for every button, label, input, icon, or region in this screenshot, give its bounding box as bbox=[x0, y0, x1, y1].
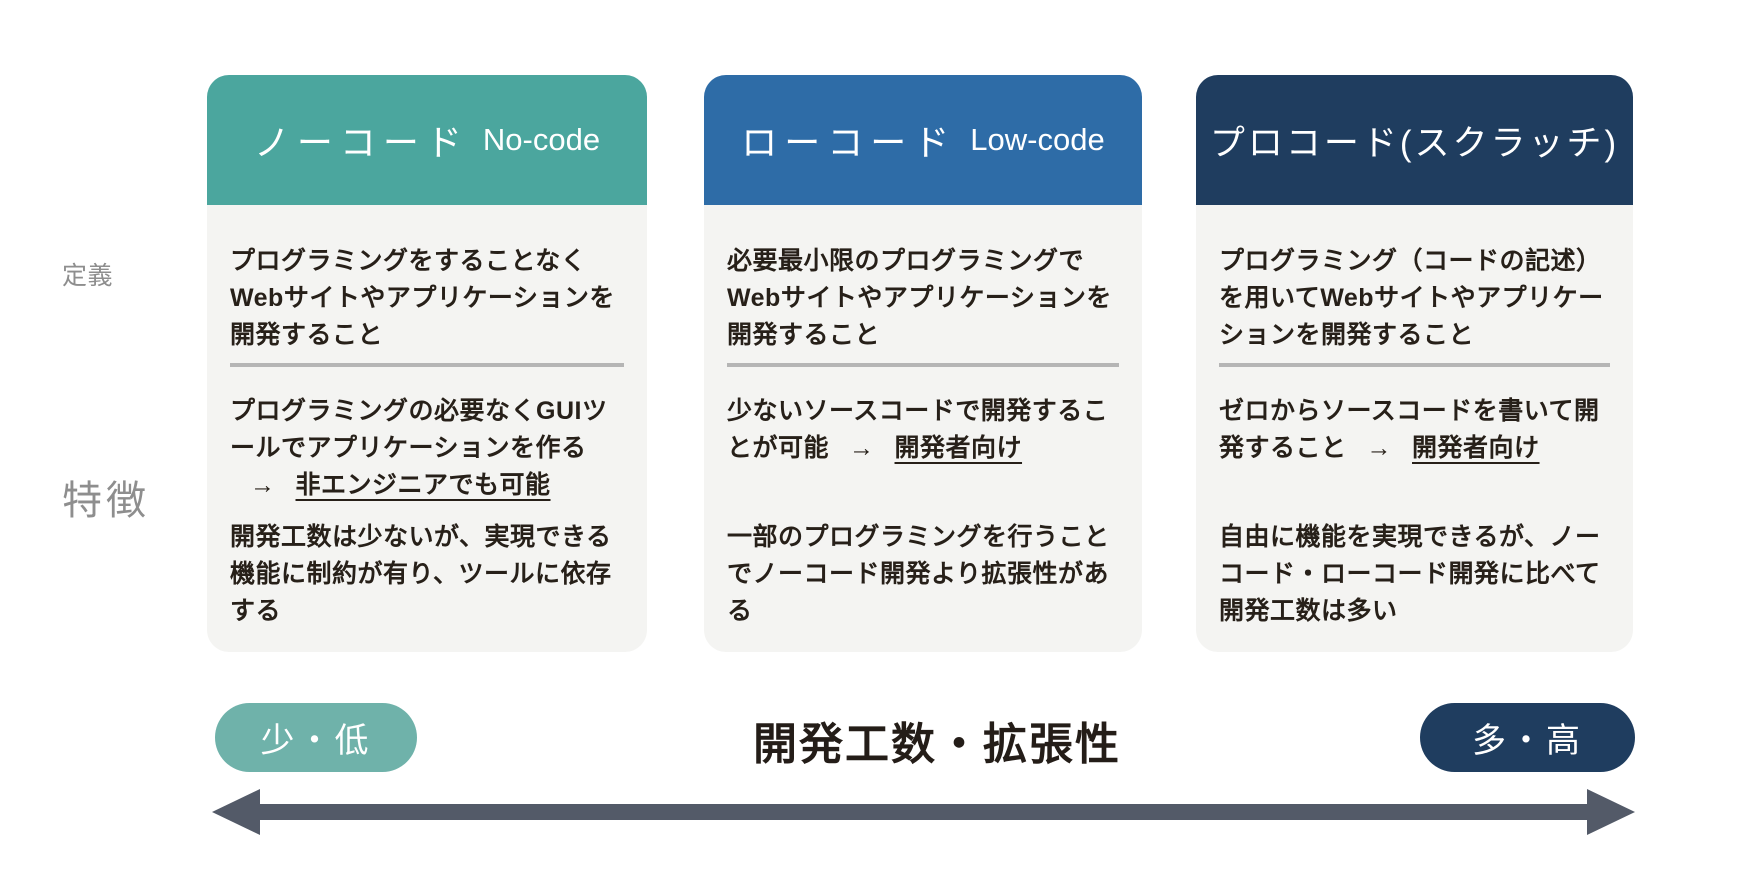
no-code-feature-highlight: 非エンジニアでも可能 bbox=[295, 471, 551, 499]
pro-code-feature-pre: ゼロからソースコードを書いて開発すること bbox=[1219, 397, 1600, 462]
card-no-code-title-jp: ノーコード bbox=[253, 122, 469, 163]
low-code-feature-pre: 少ないソースコードで開発することが可能 bbox=[727, 397, 1109, 462]
card-low-code-title-jp: ローコード bbox=[741, 122, 957, 163]
right-arrow-glyph: → bbox=[250, 471, 276, 499]
arrow-bar bbox=[256, 804, 1589, 820]
card-no-code: ノーコード No-code プログラミングをすることなくWebサイトやアプリケー… bbox=[207, 75, 647, 652]
divider bbox=[230, 363, 624, 367]
card-no-code-body: プログラミングをすることなくWebサイトやアプリケーションを開発すること プログ… bbox=[207, 205, 647, 652]
card-pro-code: プロコード(スクラッチ) プログラミング（コードの記述）を用いてWebサイトやア… bbox=[1196, 75, 1633, 652]
card-no-code-header: ノーコード No-code bbox=[207, 75, 647, 205]
low-code-feature-sub-text: 一部のプログラミングを行うことでノーコード開発より拡張性がある bbox=[727, 523, 1110, 625]
pro-code-feature-main-text: ゼロからソースコードを書いて開発すること→ 開発者向け bbox=[1219, 393, 1610, 519]
low-code-feature-main-text: 少ないソースコードで開発することが可能→ 開発者向け bbox=[727, 393, 1119, 519]
pro-code-definition-text: プログラミング（コードの記述）を用いてWebサイトやアプリケーションを開発するこ… bbox=[1219, 247, 1604, 349]
scale-high-badge: 多・高 bbox=[1420, 703, 1635, 772]
scale-low-badge: 少・低 bbox=[215, 703, 417, 772]
arrow-left-head-icon bbox=[212, 789, 260, 835]
row-label-definition: 定義 bbox=[62, 262, 114, 290]
pro-code-feature-highlight: 開発者向け bbox=[1412, 434, 1540, 462]
card-pro-code-header: プロコード(スクラッチ) bbox=[1196, 75, 1633, 205]
no-code-feature-pre: プログラミングの必要なくGUIツールでアプリケーションを作る bbox=[230, 397, 608, 462]
card-low-code-body: 必要最小限のプログラミングでWebサイトやアプリケーションを開発すること 少ない… bbox=[704, 205, 1142, 652]
card-low-code-title-en: Low-code bbox=[970, 122, 1105, 157]
low-code-feature-highlight: 開発者向け bbox=[894, 434, 1023, 462]
no-code-definition-text: プログラミングをすることなくWebサイトやアプリケーションを開発すること bbox=[230, 247, 615, 349]
divider bbox=[1219, 363, 1610, 367]
card-no-code-title-en: No-code bbox=[482, 122, 601, 157]
divider bbox=[727, 363, 1119, 367]
right-arrow-glyph: → bbox=[1366, 434, 1393, 462]
card-pro-code-title-jp: プロコード(スクラッチ) bbox=[1209, 123, 1620, 163]
low-code-definition-text: 必要最小限のプログラミングでWebサイトやアプリケーションを開発すること bbox=[727, 247, 1112, 349]
card-pro-code-body: プログラミング（コードの記述）を用いてWebサイトやアプリケーションを開発するこ… bbox=[1196, 205, 1633, 652]
scale-axis-label: 開発工数・拡張性 bbox=[753, 720, 1121, 769]
no-code-feature-sub-text: 開発工数は少ないが、実現できる機能に制約が有り、ツールに依存する bbox=[230, 523, 612, 625]
row-label-features: 特徴 bbox=[62, 479, 150, 523]
right-arrow-glyph: → bbox=[849, 434, 875, 462]
no-code-feature-main-text: プログラミングの必要なくGUIツールでアプリケーションを作る → 非エンジニアでも可… bbox=[230, 393, 624, 519]
arrow-right-head-icon bbox=[1587, 789, 1635, 835]
card-low-code: ローコード Low-code 必要最小限のプログラミングでWebサイトやアプリケ… bbox=[704, 75, 1142, 652]
card-low-code-header: ローコード Low-code bbox=[704, 75, 1142, 205]
pro-code-feature-sub-text: 自由に機能を実現できるが、ノーコード・ローコード開発に比べて開発工数は多い bbox=[1219, 523, 1601, 625]
